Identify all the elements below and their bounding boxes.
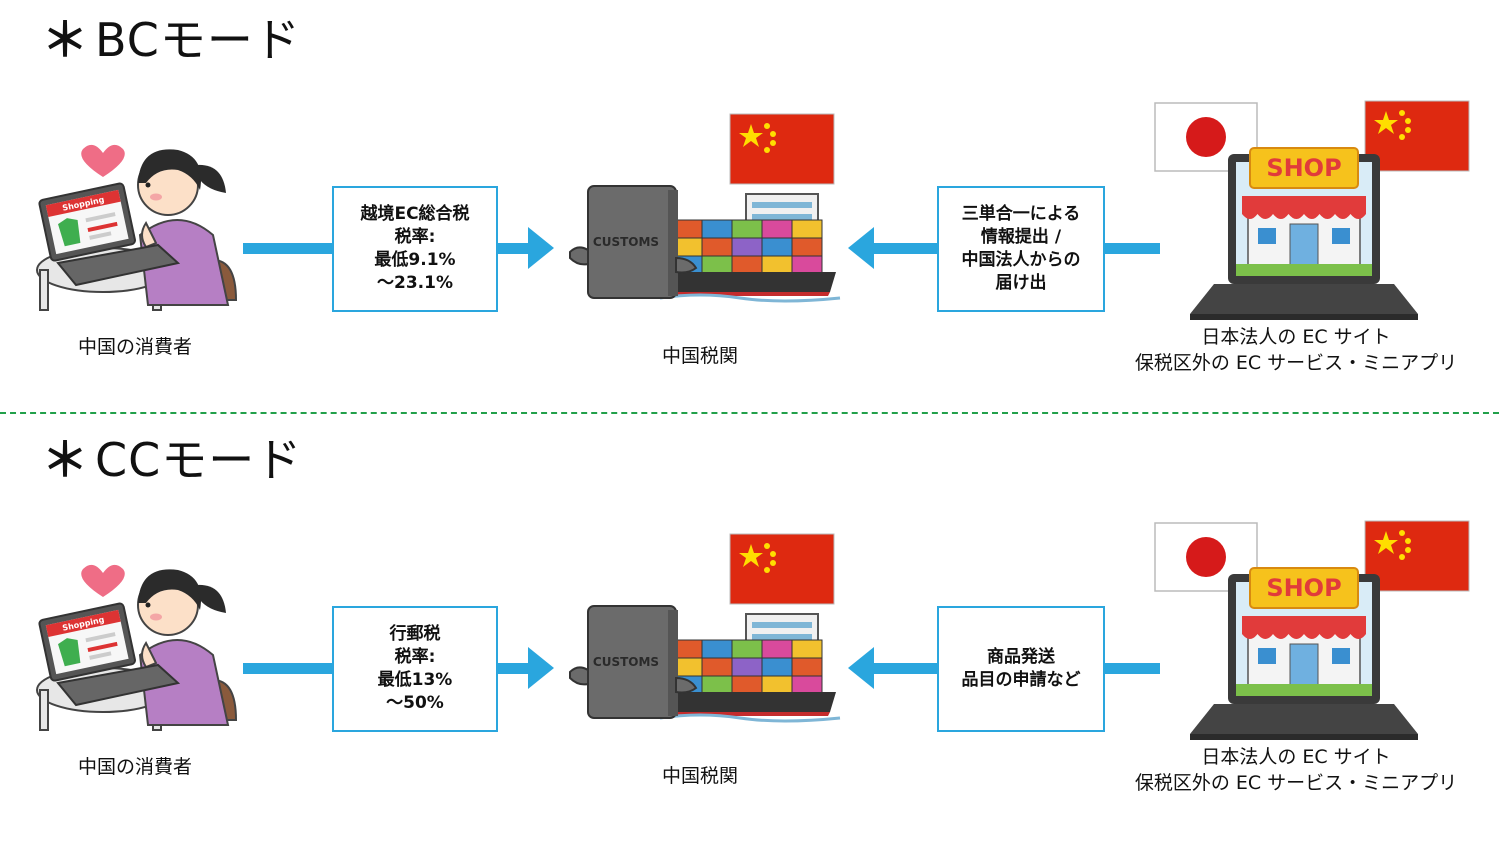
info-box-line: 情報提出 / xyxy=(980,227,1062,247)
arrow-head-right xyxy=(528,647,554,689)
shop-sign-text: SHOP xyxy=(1266,574,1341,602)
tax-box-line: 行郵税 xyxy=(389,624,441,644)
consumer-caption: 中国の消費者 xyxy=(77,336,192,358)
shop-caption-line: 日本法人の EC サイト xyxy=(1201,746,1391,768)
cc-mode-section: ＊CCモード Shopping 中国の xyxy=(0,420,1499,840)
customs-caption: 中国税関 xyxy=(661,345,738,367)
tax-box-line: ～23.1% xyxy=(377,273,453,293)
shop-caption-line: 保税区外の EC サービス・ミニアプリ xyxy=(1134,352,1458,374)
info-submission-box: 三単合一による情報提出 / 中国法人からの届け出 xyxy=(937,186,1105,312)
tax-rate-box: 行郵税税率: 最低13% ～50% xyxy=(332,606,498,732)
arrow-line-left-1 xyxy=(243,663,333,674)
consumer-illustration: Shopping xyxy=(36,144,238,311)
tax-box-line: 税率: xyxy=(394,647,436,667)
info-box-line: 中国法人からの xyxy=(961,250,1081,270)
arrow-line-right-1 xyxy=(498,663,530,674)
shop-caption-line: 日本法人の EC サイト xyxy=(1201,326,1391,348)
arrow-line-left-2 xyxy=(872,663,938,674)
mode-title-text: CCモード xyxy=(95,433,303,487)
mode-title-text: BCモード xyxy=(95,13,301,67)
info-box-line: 品目の申請など xyxy=(961,670,1081,690)
customs-ship-illustration: CUSTOMS xyxy=(569,113,841,303)
tax-box-line: 最低13% xyxy=(377,670,453,690)
tax-box-line: ～50% xyxy=(386,693,444,713)
china-flag-icon xyxy=(1364,520,1470,592)
arrow-head-left xyxy=(848,227,874,269)
info-box-line: 三単合一による xyxy=(961,204,1081,224)
arrow-head-left xyxy=(848,647,874,689)
tax-box-line: 最低9.1% xyxy=(374,250,456,270)
info-submission-box: 商品発送品目の申請など xyxy=(937,606,1105,732)
arrow-line-left-2 xyxy=(872,243,938,254)
mode-title: ＊CCモード xyxy=(42,424,302,490)
arrow-line-left-1 xyxy=(243,243,333,254)
shop-laptop-illustration: SHOP xyxy=(1154,100,1470,320)
customs-ship-illustration: CUSTOMS xyxy=(569,533,841,723)
asterisk-mark: ＊ xyxy=(42,433,89,487)
shop-laptop-illustration: SHOP xyxy=(1154,520,1470,740)
arrow-line-right-2 xyxy=(1105,663,1160,674)
customs-caption: 中国税関 xyxy=(661,765,738,787)
bc-mode-section: ＊BCモード Shopping 中国の xyxy=(0,0,1499,420)
mode-title: ＊BCモード xyxy=(42,4,301,70)
arrow-line-right-1 xyxy=(498,243,530,254)
arrow-head-right xyxy=(528,227,554,269)
arrow-line-right-2 xyxy=(1105,243,1160,254)
info-box-line: 商品発送 xyxy=(987,647,1055,667)
consumer-illustration: Shopping xyxy=(36,564,238,731)
section-divider xyxy=(0,412,1499,414)
info-box-line: 届け出 xyxy=(995,273,1047,293)
tax-box-line: 税率: xyxy=(394,227,436,247)
shop-caption: 日本法人の EC サイト保税区外の EC サービス・ミニアプリ xyxy=(1100,744,1492,796)
customs-text: CUSTOMS xyxy=(593,235,659,249)
tax-rate-box: 越境EC総合税税率: 最低9.1% ～23.1% xyxy=(332,186,498,312)
consumer-caption: 中国の消費者 xyxy=(77,756,192,778)
asterisk-mark: ＊ xyxy=(42,13,89,67)
shop-caption: 日本法人の EC サイト保税区外の EC サービス・ミニアプリ xyxy=(1100,324,1492,376)
china-flag-icon xyxy=(1364,100,1470,172)
tax-box-line: 越境EC総合税 xyxy=(360,204,470,224)
customs-text: CUSTOMS xyxy=(593,655,659,669)
shop-sign-text: SHOP xyxy=(1266,154,1341,182)
shop-caption-line: 保税区外の EC サービス・ミニアプリ xyxy=(1134,772,1458,794)
